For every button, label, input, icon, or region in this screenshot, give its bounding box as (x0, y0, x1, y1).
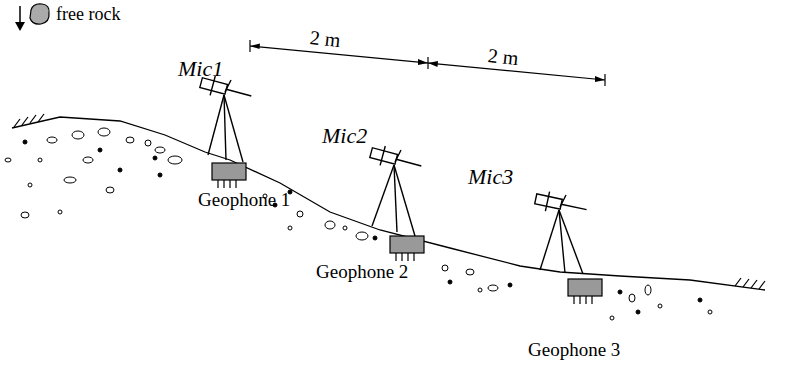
mic-label: Mic3 (468, 165, 513, 189)
ground-hatch (14, 114, 765, 289)
soil-texture (5, 128, 712, 320)
sensor-label: Geophone 2 (316, 262, 408, 283)
sensor-label: Geophone 1 (198, 190, 290, 211)
sensor-label: Geophone 3 (528, 340, 620, 361)
mic-tripod-3 (534, 189, 589, 274)
dimension-line (250, 40, 605, 86)
mic-tripod-2 (369, 143, 424, 236)
mic-label: Mic2 (322, 124, 367, 148)
ground-surface (12, 117, 765, 290)
falling-rock (15, 4, 49, 31)
dimension-label: 2 m (487, 44, 520, 69)
dimension-label: 2 m (309, 26, 342, 51)
mic-label: Mic1 (178, 57, 223, 81)
rock-label: free rock (56, 5, 120, 25)
mic-tripod-1 (199, 73, 254, 162)
geophone-sensors (212, 163, 602, 304)
